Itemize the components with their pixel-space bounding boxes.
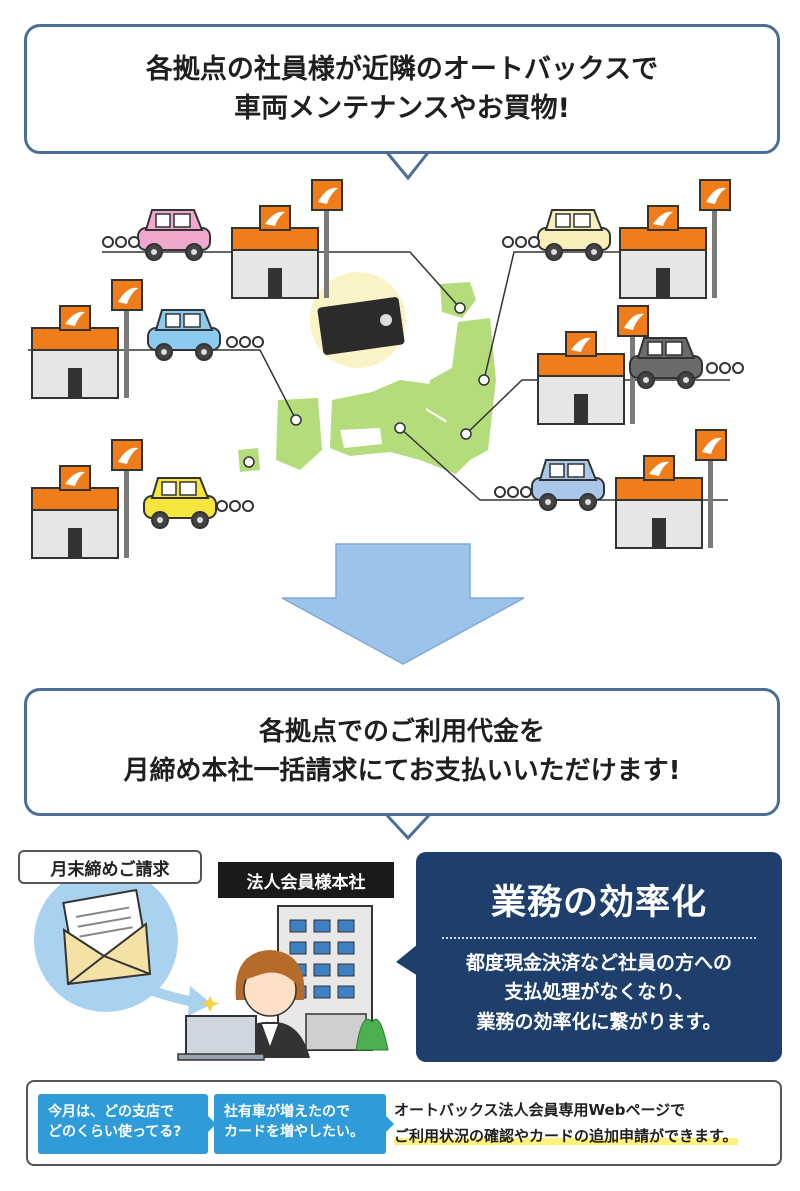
map-shikoku-gap — [340, 428, 382, 448]
car-icon — [147, 309, 221, 361]
question-add-card-line1: 社有車が増えたので — [224, 1104, 350, 1120]
mid-bubble-line2: 月締め本社一括請求にてお支払いいただけます! — [123, 756, 681, 786]
top-bubble-line2: 車両メンテナンスやお買物! — [234, 93, 570, 124]
question-usage-line1: 今月は、どの支店で — [48, 1104, 174, 1120]
store-group-mid-right — [537, 305, 744, 425]
map-kyushu — [276, 398, 322, 470]
question-usage-line2: どのくらい使ってる? — [48, 1124, 182, 1141]
map-location-dots — [243, 302, 490, 468]
envelope-icon — [34, 868, 178, 1012]
down-arrow-icon — [281, 543, 525, 665]
question-box-usage: 今月は、どの支店で どのくらい使ってる? — [38, 1094, 208, 1154]
top-speech-bubble: 各拠点の社員様が近隣のオートバックスで 車両メンテナンスやお買物! — [24, 24, 780, 154]
question-arrow-icon — [208, 1116, 216, 1132]
mid-bubble-line1: 各拠点でのご利用代金を — [258, 717, 545, 747]
web-page-description: オートバックス法人会員専用Webページで ご利用状況の確認やカードの追加申請がで… — [394, 1098, 780, 1149]
top-bubble-line1: 各拠点の社員様が近隣のオートバックスで — [145, 53, 659, 85]
web-description-line1: オートバックス法人会員専用Webページで — [394, 1101, 686, 1119]
office-worker-icon — [177, 950, 310, 1061]
store-group-bottom-right — [494, 429, 727, 549]
store-group-mid-left — [31, 279, 264, 399]
question-box-add-card: 社有車が増えたので カードを増やしたい。 — [214, 1094, 386, 1154]
map-tohoku — [426, 318, 496, 460]
car-icon — [531, 459, 605, 511]
question-add-card-line2: カードを増やしたい。 — [224, 1124, 364, 1141]
store-group-bottom-left — [31, 439, 254, 559]
web-description-line2: ご利用状況の確認やカードの追加申請ができます。 — [394, 1126, 738, 1145]
efficiency-panel: 業務の効率化 都度現金決済など社員の方への 支払処理がなくなり、 業務の効率化に… — [416, 852, 782, 1062]
headquarters-tag: 法人会員様本社 — [218, 862, 394, 898]
efficiency-divider — [442, 937, 756, 939]
store-group-top-right — [502, 179, 731, 299]
map-hokkaido — [440, 282, 476, 318]
web-page-info-box: 今月は、どの支店で どのくらい使ってる? 社有車が増えたので カードを増やしたい… — [26, 1080, 782, 1166]
question-arrow-icon — [386, 1116, 394, 1132]
credit-card-icon — [310, 272, 406, 368]
sparkle-icon — [201, 996, 219, 1012]
efficiency-body: 都度現金決済など社員の方への 支払処理がなくなり、 業務の効率化に繋がります。 — [416, 949, 782, 1037]
efficiency-body-line1: 都度現金決済など社員の方への — [465, 952, 732, 974]
efficiency-title: 業務の効率化 — [490, 883, 707, 923]
efficiency-body-line3: 業務の効率化に繋がります。 — [476, 1010, 722, 1033]
monthly-billing-tag: 月末締めご請求 — [18, 850, 202, 884]
car-icon — [143, 477, 217, 529]
efficiency-body-line2: 支払処理がなくなり、 — [504, 981, 694, 1004]
mid-speech-bubble: 各拠点でのご利用代金を 月締め本社一括請求にてお支払いいただけます! — [24, 688, 780, 816]
